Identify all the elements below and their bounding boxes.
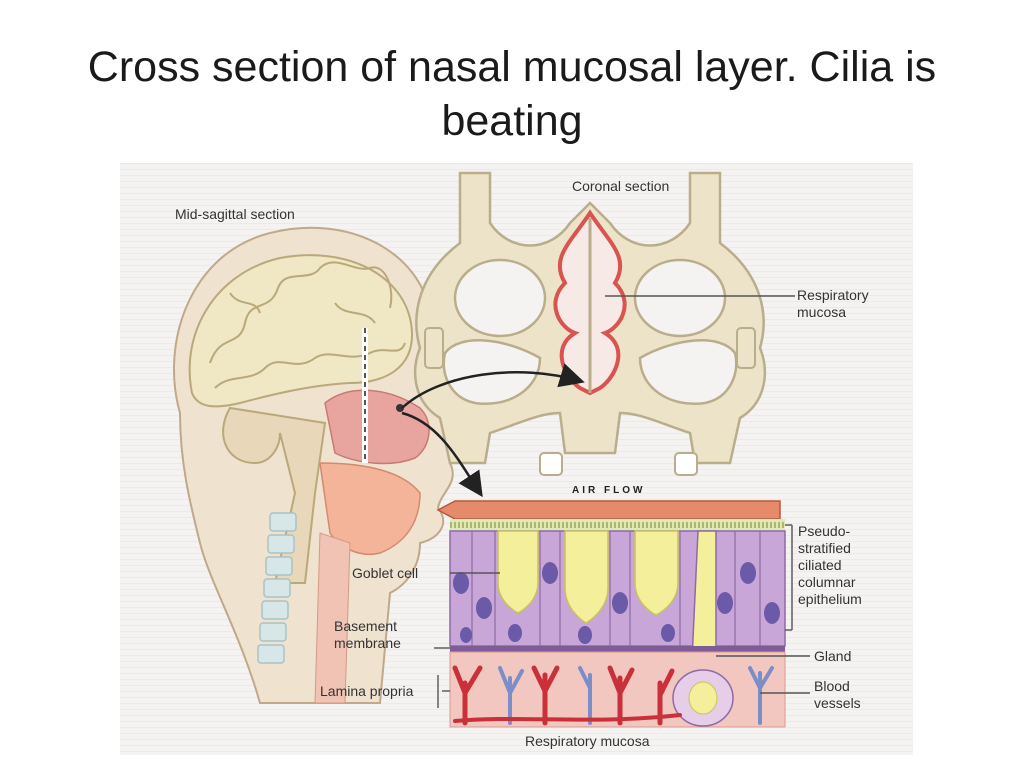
pseudo-label-line4: columnar [798,574,856,590]
coronal-label: Coronal section [572,178,670,194]
respiratory-mucosa-label-line2: mucosa [797,304,847,320]
pseudo-label-line3: ciliated [798,557,842,573]
blood-vessels-label-line2: vessels [814,695,861,711]
slide-title: Cross section of nasal mucosal layer. Ci… [87,43,937,145]
lamina-propria-label: Lamina propria [320,683,414,699]
basement-membrane-label-line1: Basement [334,618,398,634]
bottom-caption: Respiratory mucosa [525,733,650,749]
blood-vessels-label-line1: Blood [814,678,850,694]
pseudo-label-line5: epithelium [798,591,862,607]
diagram-artwork [120,163,913,755]
head-sagittal [173,226,454,704]
mid-sagittal-label: Mid-sagittal section [175,206,295,222]
basement-membrane-label-line2: membrane [334,635,401,651]
gland-label: Gland [814,648,852,664]
pseudo-label-line1: Pseudo- [798,523,851,539]
mucosa-section [434,500,810,728]
air-flow-label: AIR FLOW [572,485,646,496]
coronal-section [413,171,795,476]
mucosa-diagram: Mid-sagittal section Coronal section Res… [120,163,913,755]
respiratory-mucosa-label-line1: Respiratory [797,287,869,303]
pseudo-label-line2: stratified [798,540,851,556]
goblet-cell-label: Goblet cell [352,565,419,581]
